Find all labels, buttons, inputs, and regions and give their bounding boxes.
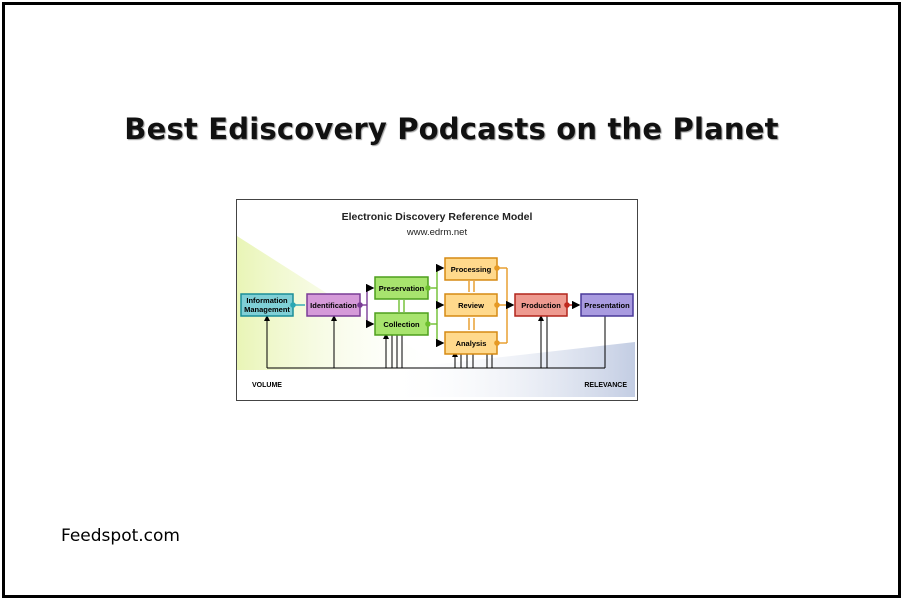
svg-text:Presentation: Presentation <box>584 301 630 310</box>
stage-processing: Processing <box>444 257 498 281</box>
axis-volume-label: VOLUME <box>252 382 282 389</box>
svg-text:Identification: Identification <box>310 301 357 310</box>
svg-text:Collection: Collection <box>383 320 420 329</box>
svg-text:Preservation: Preservation <box>379 284 425 293</box>
stage-information-management: Information Management <box>240 293 294 317</box>
node-ana <box>494 340 500 346</box>
node-id <box>357 302 363 308</box>
node-proc <box>494 265 500 271</box>
stage-production: Production <box>514 293 568 317</box>
stage-collection: Collection <box>374 312 429 336</box>
relevance-wedge <box>387 342 635 397</box>
footer-source: Feedspot.com <box>61 526 180 546</box>
node-rev <box>494 302 500 308</box>
stage-identification: Identification <box>306 293 361 317</box>
stage-presentation: Presentation <box>580 293 634 317</box>
svg-text:Information: Information <box>246 296 288 305</box>
stage-preservation: Preservation <box>374 276 429 300</box>
edrm-diagram: Electronic Discovery Reference Model www… <box>236 199 638 401</box>
node-im <box>290 302 296 308</box>
svg-text:Management: Management <box>244 305 290 314</box>
feedback-lines <box>264 315 606 369</box>
svg-text:Analysis: Analysis <box>456 339 487 348</box>
node-prod <box>564 302 570 308</box>
svg-text:Production: Production <box>521 301 561 310</box>
connector-rev-prod <box>468 267 515 344</box>
node-coll <box>425 321 431 327</box>
svg-text:Review: Review <box>458 301 484 310</box>
page-title: Best Ediscovery Podcasts on the Planet <box>124 112 779 146</box>
axis-relevance-label: RELEVANCE <box>584 382 627 389</box>
diagram-title: Electronic Discovery Reference Model <box>342 211 533 223</box>
stage-review: Review <box>444 293 498 317</box>
stage-analysis: Analysis <box>444 331 498 355</box>
node-pres <box>425 285 431 291</box>
diagram-url: www.edrm.net <box>406 227 468 238</box>
connector-pres-proc <box>398 263 445 348</box>
svg-text:Processing: Processing <box>451 265 492 274</box>
